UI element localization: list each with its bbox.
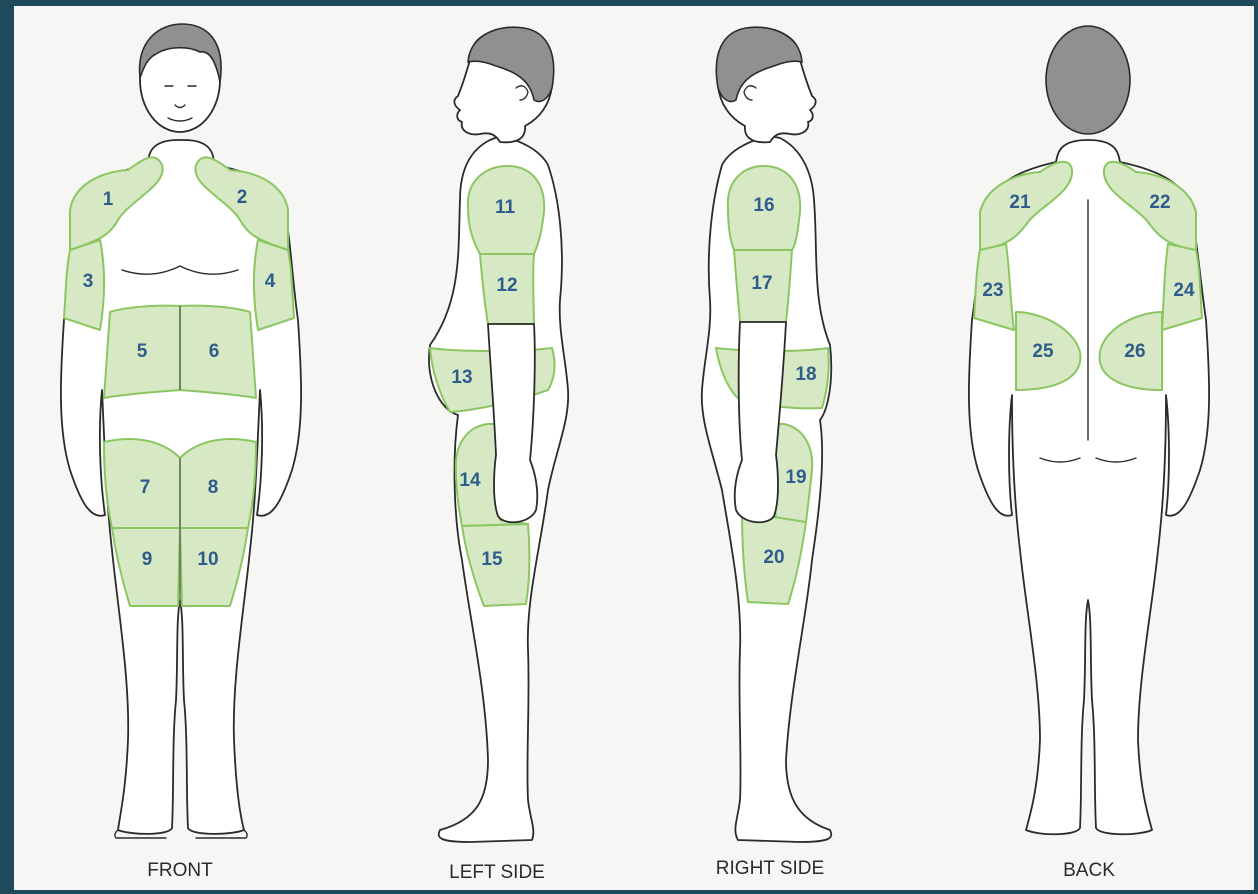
back-figure: 21 22 23 24 25 26 BACK — [969, 26, 1209, 881]
zone-7-label: 7 — [140, 477, 151, 498]
left-side-figure: 11 12 13 14 15 LEFT SIDE — [429, 27, 568, 883]
zone-1-label: 1 — [103, 189, 114, 210]
body-zones-diagram: 1 2 3 4 5 6 7 8 9 10 FRONT 11 12 13 14 1… — [14, 6, 1254, 890]
zone-21-label: 21 — [1009, 192, 1031, 213]
zone-22-label: 22 — [1149, 192, 1170, 213]
back-head — [1046, 26, 1130, 134]
zone-11-label: 11 — [495, 197, 516, 218]
zone-12-label: 12 — [496, 275, 517, 296]
diagram-canvas: 1 2 3 4 5 6 7 8 9 10 FRONT 11 12 13 14 1… — [14, 6, 1254, 890]
zone-2-label: 2 — [237, 187, 248, 208]
right-side-view-label: RIGHT SIDE — [716, 858, 824, 879]
zone-17-label: 17 — [751, 273, 772, 294]
zone-14-label: 14 — [459, 470, 481, 491]
zone-19-label: 19 — [785, 467, 806, 488]
front-figure: 1 2 3 4 5 6 7 8 9 10 FRONT — [61, 24, 301, 881]
zone-6-label: 6 — [209, 341, 220, 362]
right-side-figure: 16 17 18 19 20 RIGHT SIDE — [702, 27, 832, 879]
zone-24-label: 24 — [1173, 280, 1195, 301]
zone-20-label: 20 — [763, 547, 784, 568]
front-view-label: FRONT — [147, 860, 213, 881]
back-view-label: BACK — [1063, 860, 1115, 881]
left-side-view-label: LEFT SIDE — [449, 862, 545, 883]
right-side-arm — [735, 322, 786, 522]
zone-4-label: 4 — [265, 271, 276, 292]
zone-15-label: 15 — [481, 549, 503, 570]
zone-8-label: 8 — [208, 477, 219, 498]
zone-3-label: 3 — [83, 271, 94, 292]
zone-5-label: 5 — [137, 341, 148, 362]
zone-10-label: 10 — [197, 549, 218, 570]
zone-13-label: 13 — [451, 367, 472, 388]
zone-16-label: 16 — [753, 195, 774, 216]
zone-18-label: 18 — [795, 364, 816, 385]
zone-25-label: 25 — [1032, 341, 1054, 362]
zone-9-label: 9 — [142, 549, 153, 570]
left-side-arm — [488, 324, 537, 522]
zone-23-label: 23 — [982, 280, 1003, 301]
zone-26-label: 26 — [1124, 341, 1145, 362]
